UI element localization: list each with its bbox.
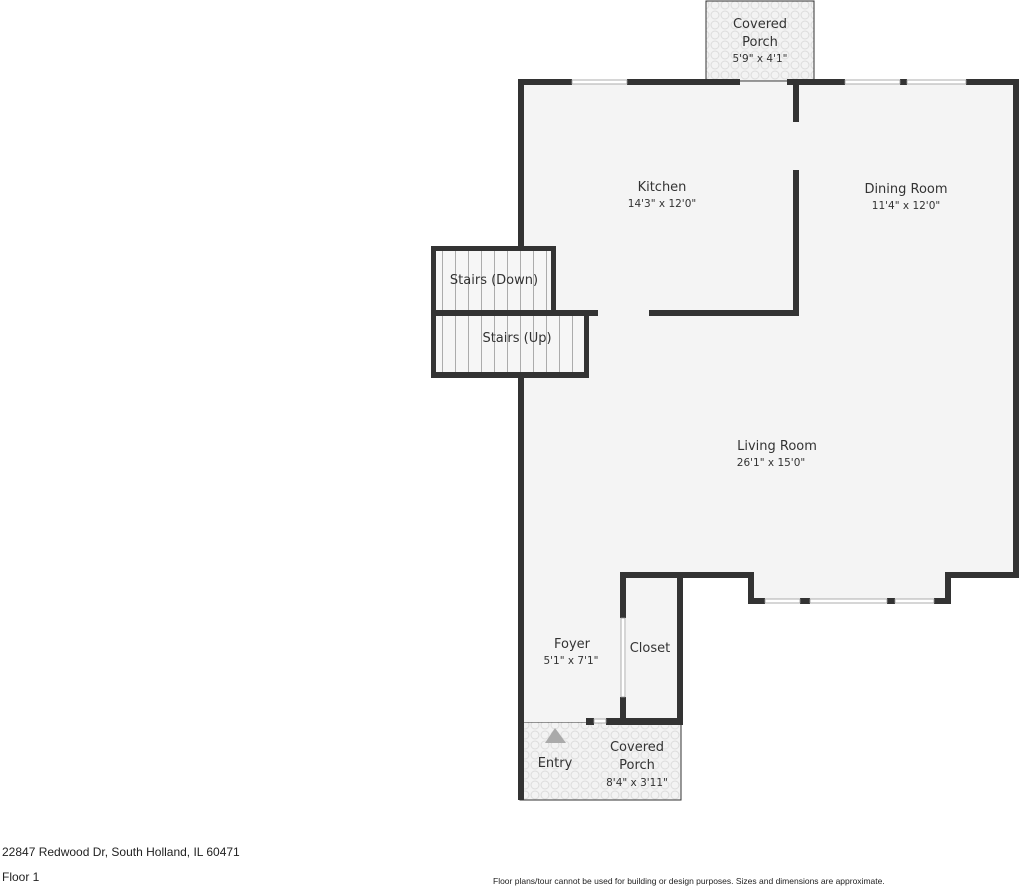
walls: [431, 79, 1019, 800]
room-dimensions: 8'4" x 3'11": [606, 777, 668, 789]
room-dimensions: 26'1" x 15'0": [737, 457, 805, 469]
room-label: Closet: [630, 641, 671, 656]
floor-label: Floor 1: [2, 870, 40, 884]
room-label: Dining Room: [864, 182, 947, 197]
address: 22847 Redwood Dr, South Holland, IL 6047…: [2, 845, 240, 859]
room-dimensions: 5'1" x 7'1": [543, 655, 598, 667]
entry-porch-floor: [519, 721, 682, 801]
room-label: Porch: [742, 35, 778, 50]
windows: [571, 79, 967, 724]
room-label: Covered: [733, 17, 787, 32]
room-label: Stairs (Up): [482, 331, 551, 346]
stairs-down-floor: [434, 249, 554, 311]
room-label: Porch: [619, 758, 655, 773]
room-dimensions: 5'9" x 4'1": [732, 53, 787, 65]
room-label: Stairs (Down): [450, 273, 538, 288]
stairs-up-floor: [434, 314, 586, 375]
entry-arrow-icon: [545, 728, 566, 743]
room-dimensions: 11'4" x 12'0": [872, 200, 940, 212]
room-dimensions: 14'3" x 12'0": [628, 198, 696, 210]
room-label: Foyer: [554, 637, 591, 652]
top-porch-floor: [705, 0, 815, 82]
closet-floor: [626, 578, 677, 718]
room-label: Covered: [610, 740, 664, 755]
floor-area: [521, 82, 1016, 722]
entry-label: Entry: [538, 756, 573, 771]
room-label: Living Room: [737, 439, 817, 454]
room-label: Kitchen: [638, 180, 687, 195]
disclaimer: Floor plans/tour cannot be used for buil…: [493, 876, 885, 886]
